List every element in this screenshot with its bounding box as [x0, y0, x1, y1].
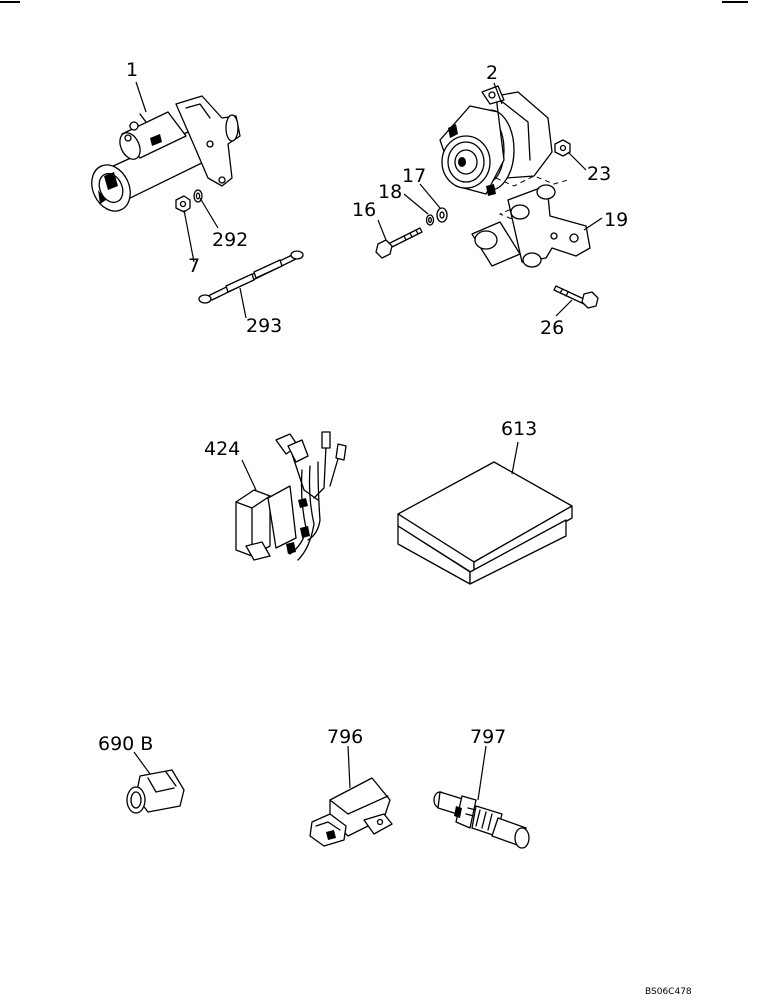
callout-16: 16: [352, 199, 376, 221]
callout-690b: 690 B: [98, 733, 153, 755]
alternator-icon[interactable]: [439, 85, 553, 196]
bolt-icon[interactable]: [553, 285, 599, 309]
callout-613: 613: [501, 418, 537, 440]
callout-293: 293: [246, 315, 282, 337]
callout-23: 23: [587, 163, 611, 185]
bracket-icon[interactable]: [471, 184, 591, 268]
leader-lines: [133, 81, 603, 801]
washer-icon[interactable]: [436, 207, 448, 223]
callout-7: 7: [188, 255, 200, 277]
callout-2: 2: [486, 62, 498, 84]
callout-797: 797: [470, 726, 506, 748]
callout-424: 424: [204, 438, 240, 460]
relay-harness-icon[interactable]: [235, 431, 347, 561]
callout-292: 292: [212, 229, 248, 251]
spring-washer-icon[interactable]: [425, 214, 435, 226]
nut-icon[interactable]: [175, 195, 191, 213]
nut-icon[interactable]: [554, 139, 571, 157]
callout-19: 19: [604, 209, 628, 231]
assembly-line: [495, 175, 569, 187]
callout-1: 1: [126, 59, 138, 81]
cable-icon[interactable]: [198, 250, 304, 304]
temperature-sensor-icon[interactable]: [433, 791, 530, 849]
callout-26: 26: [540, 317, 564, 339]
callout-18: 18: [378, 181, 402, 203]
starter-motor-icon[interactable]: [85, 95, 241, 217]
callout-17: 17: [402, 165, 426, 187]
bolt-icon[interactable]: [375, 227, 423, 259]
callout-796: 796: [327, 726, 363, 748]
sensor-icon[interactable]: [309, 777, 393, 847]
drawing-code: BS06C478: [645, 987, 692, 997]
control-unit-icon[interactable]: [397, 461, 573, 585]
connector-icon[interactable]: [126, 769, 185, 814]
